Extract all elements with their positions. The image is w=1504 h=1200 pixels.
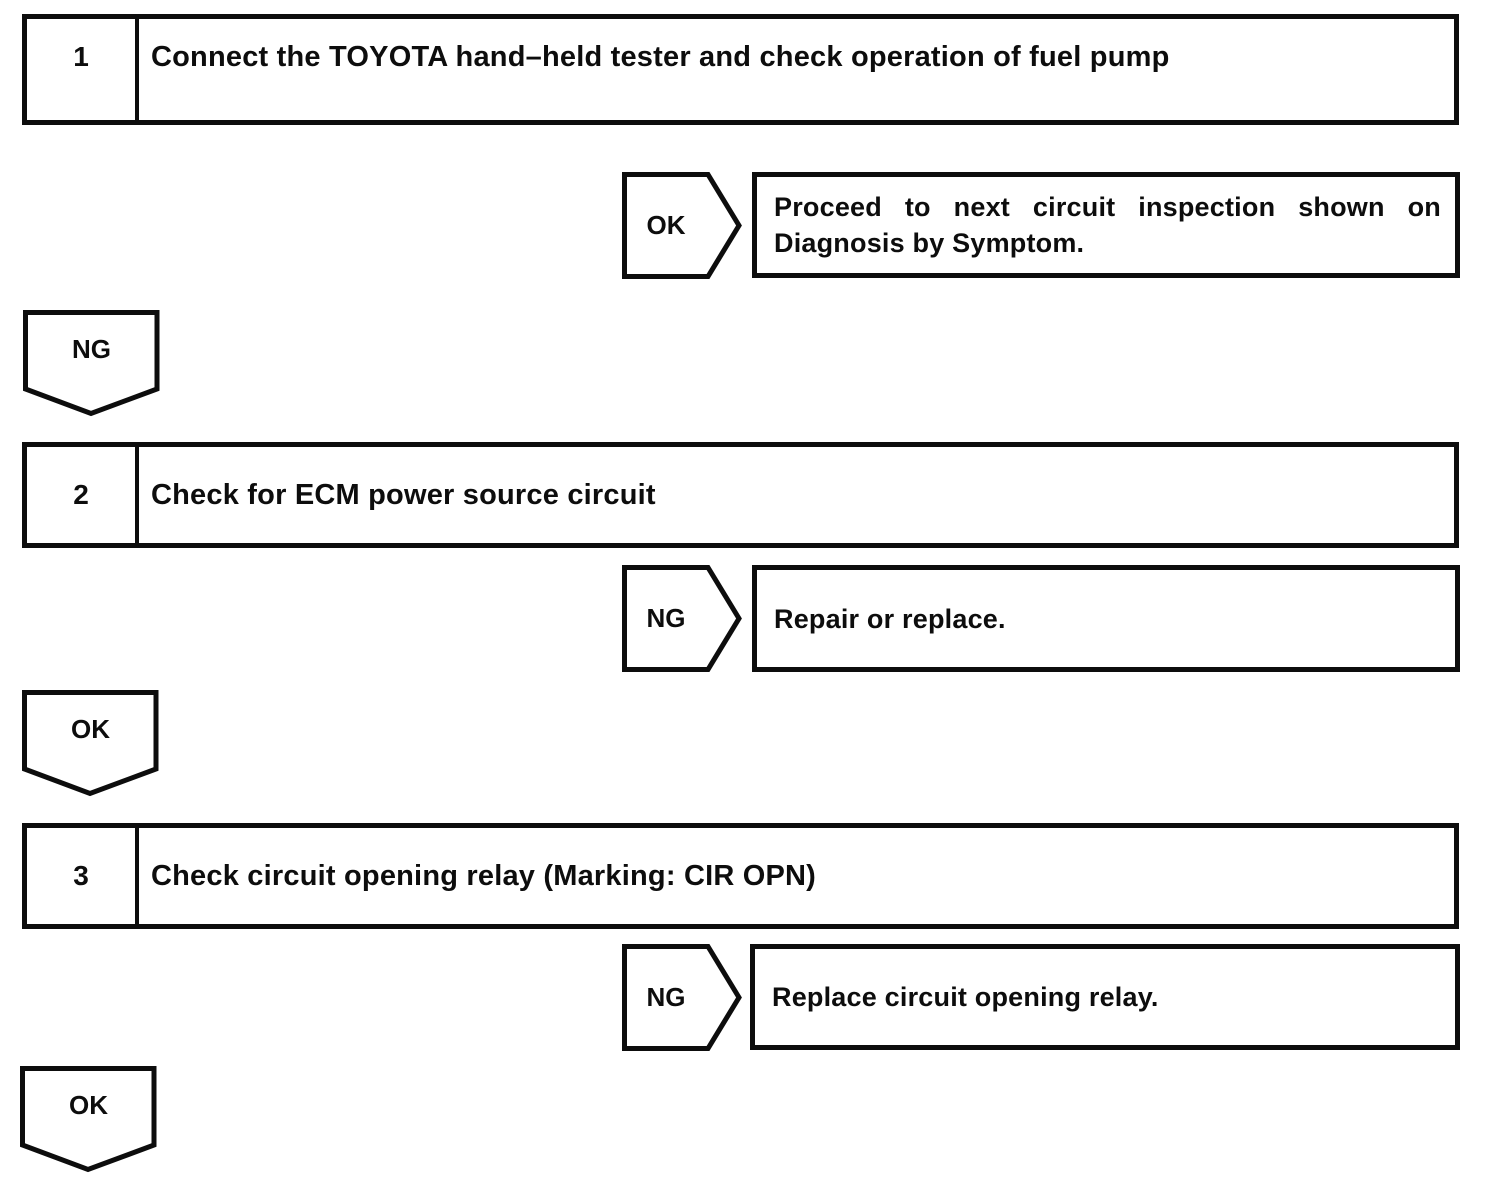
result-text-line: Diagnosis by Symptom. <box>774 228 1085 258</box>
step-title: Connect the TOYOTA hand–held tester and … <box>151 41 1170 73</box>
result-box: Replace circuit opening relay. <box>750 944 1460 1050</box>
step-number: 1 <box>27 19 139 120</box>
step-number: 3 <box>27 828 139 924</box>
branch-arrow-right-icon: NG <box>622 944 742 1051</box>
step-box-2: 2 Check for ECM power source circuit <box>22 442 1459 548</box>
result-text-line: Repair or replace. <box>774 603 1006 634</box>
connector-down-icon: OK <box>20 1066 157 1173</box>
branch-label: NG <box>646 982 686 1012</box>
branch-label: NG <box>646 603 686 633</box>
step-title: Check circuit opening relay (Marking: CI… <box>151 859 817 892</box>
connector-label: NG <box>72 334 111 364</box>
step-box-1: 1 Connect the TOYOTA hand–held tester an… <box>22 14 1459 125</box>
connector-down-icon: NG <box>23 310 160 417</box>
connector-down-icon: OK <box>22 690 159 797</box>
connector-label: OK <box>71 714 110 744</box>
result-text-line: Proceed to next circuit inspection shown… <box>774 192 1441 222</box>
branch-arrow-right-icon: OK <box>622 172 742 279</box>
result-box: Repair or replace. <box>752 565 1460 672</box>
branch-arrow-right-icon: NG <box>622 565 742 672</box>
result-text-line: Replace circuit opening relay. <box>772 982 1159 1012</box>
result-box: Proceed to next circuit inspection shown… <box>752 172 1460 278</box>
step-number: 2 <box>27 447 139 543</box>
branch-label: OK <box>646 210 686 240</box>
connector-label: OK <box>69 1090 108 1120</box>
step-box-3: 3 Check circuit opening relay (Marking: … <box>22 823 1459 929</box>
step-title: Check for ECM power source circuit <box>151 478 656 511</box>
